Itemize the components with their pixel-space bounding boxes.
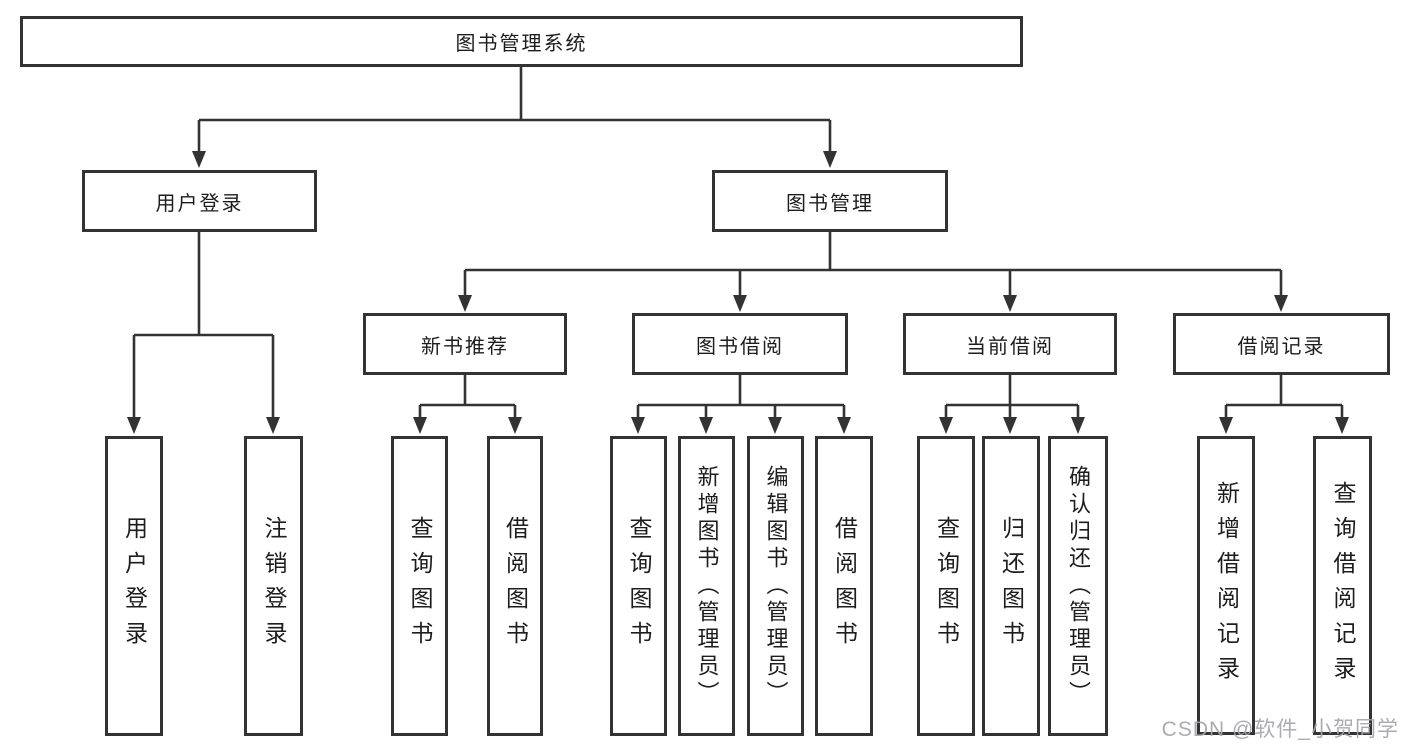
- leaf-nb-query-book: 查询图书: [391, 436, 448, 736]
- connector-root-to-level2: [192, 67, 837, 168]
- node-current-borrow: 当前借阅: [903, 313, 1117, 375]
- leaf-bb-edit-book-admin: 编辑图书（管理员）: [747, 436, 804, 736]
- node-book-borrow: 图书借阅: [632, 313, 848, 375]
- leaf-bb-query-book: 查询图书: [610, 436, 667, 736]
- leaf-logout: 注销登录: [244, 436, 303, 736]
- connector-new-book-recommend-children: [413, 375, 522, 434]
- leaf-cb-return-book: 归还图书: [982, 436, 1040, 736]
- node-root-library-management-system: 图书管理系统: [20, 16, 1023, 67]
- node-user-login: 用户登录: [82, 170, 317, 232]
- leaf-cb-confirm-return-admin: 确认归还（管理员）: [1048, 436, 1108, 736]
- connector-book-borrow-children: [631, 375, 851, 434]
- leaf-user-login: 用户登录: [105, 436, 163, 736]
- node-borrow-records: 借阅记录: [1173, 313, 1390, 375]
- leaf-bb-borrow-book: 借阅图书: [815, 436, 873, 736]
- connector-book-management-children: [458, 232, 1288, 312]
- connector-user-login-children: [127, 232, 280, 434]
- node-new-book-recommend: 新书推荐: [363, 313, 567, 375]
- leaf-cb-query-book: 查询图书: [917, 436, 975, 736]
- connector-current-borrow-children: [939, 375, 1085, 434]
- leaf-br-query-record: 查询借阅记录: [1313, 436, 1372, 735]
- csdn-watermark: CSDN @软件_小贺同学: [1161, 718, 1399, 741]
- node-book-management: 图书管理: [712, 170, 948, 232]
- leaf-br-add-record: 新增借阅记录: [1197, 436, 1255, 735]
- connector-borrow-records-children: [1219, 375, 1349, 434]
- leaf-bb-add-book-admin: 新增图书（管理员）: [678, 436, 735, 736]
- leaf-nb-borrow-book: 借阅图书: [487, 436, 543, 736]
